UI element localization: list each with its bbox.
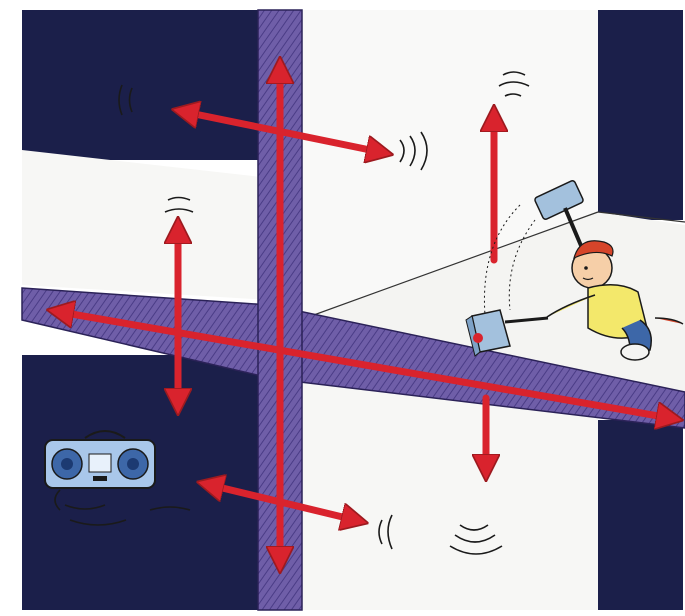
- vibration-arrows: [60, 70, 670, 560]
- arrow-slab-horizontal: [60, 312, 670, 418]
- arrow-upper-diagonal: [185, 112, 380, 152]
- arrow-lower-diagonal: [210, 485, 355, 520]
- boombox-icon: [44, 430, 156, 489]
- impact-block-icon: [465, 309, 511, 357]
- sound-waves: [54, 71, 530, 555]
- worker-figure: [483, 180, 684, 361]
